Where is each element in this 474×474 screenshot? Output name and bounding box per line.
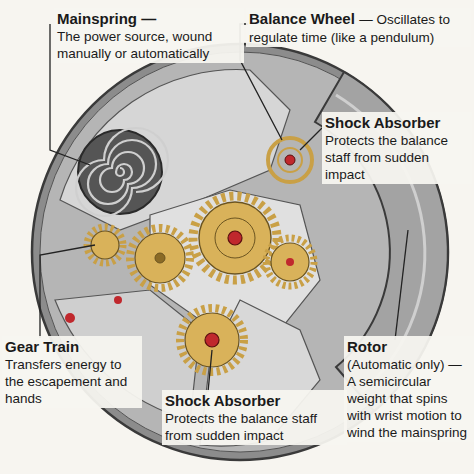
part-description: Transfers energy to the escapement and h… <box>5 356 139 407</box>
part-name: Rotor <box>347 337 471 356</box>
gear-teeth <box>193 196 277 280</box>
part-name: Shock Absorber <box>165 391 344 410</box>
balance-spoke-ring <box>278 148 302 172</box>
part-description: Protects the balance staff from sudden i… <box>165 410 344 444</box>
callout: Shock AbsorberProtects the balance staff… <box>322 112 472 184</box>
part-description: Protects the balance staff from sudden i… <box>325 132 469 183</box>
part-description: (Automatic only) — A semicircular weight… <box>347 356 471 441</box>
part-name: Mainspring — <box>57 9 241 28</box>
jewel <box>65 313 75 323</box>
jewel <box>285 155 295 165</box>
gear <box>185 313 239 367</box>
callout: Shock AbsorberProtects the balance staff… <box>162 390 347 445</box>
gear-teeth <box>266 238 314 286</box>
gear-ring <box>215 218 255 258</box>
callout: Gear TrainTransfers energy to the escape… <box>2 336 142 408</box>
gear <box>199 202 271 274</box>
callout: Rotor(Automatic only) — A semicircular w… <box>344 336 474 442</box>
leader-line <box>40 245 95 338</box>
jewel <box>286 258 294 266</box>
gear-teeth <box>130 228 190 288</box>
gear <box>135 233 185 283</box>
callout: Mainspring —The power source, wound manu… <box>54 8 244 63</box>
mainspring-coil <box>76 128 168 216</box>
part-name: Balance Wheel <box>249 10 355 27</box>
gear-hub <box>155 253 165 263</box>
gear <box>271 243 309 281</box>
jewel <box>228 231 242 245</box>
jewel <box>205 333 219 347</box>
jewel <box>114 296 122 304</box>
part-name: Shock Absorber <box>325 113 469 132</box>
part-description: The power source, wound manually or auto… <box>57 28 241 62</box>
leader-line <box>395 230 408 340</box>
callout: Balance Wheel — Oscillates to regulate t… <box>246 8 471 47</box>
part-name: Gear Train <box>5 337 139 356</box>
leader-line <box>300 128 322 150</box>
leader-line <box>208 350 212 392</box>
gear <box>91 231 119 259</box>
gear-teeth <box>180 308 244 372</box>
